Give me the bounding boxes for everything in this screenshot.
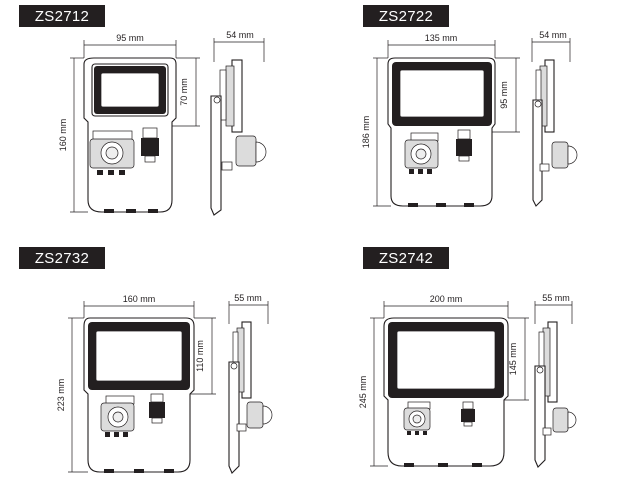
width-label-zs2742: 200 mm (430, 294, 463, 304)
front-view-zs2732 (83, 317, 195, 473)
side-view-zs2732: 55 mm (228, 293, 273, 474)
panel-height-dimension-zs2742: 145 mm (504, 317, 529, 401)
model-tag-zs2712: ZS2712 (19, 5, 105, 27)
height-label-zs2742: 245 mm (358, 376, 368, 409)
width-dimension-zs2732: 160 mm (83, 294, 195, 318)
front-view-zs2742 (383, 317, 509, 467)
drawing-zs2742: 200 mm 245 mm 145 mm 55 mm (358, 293, 577, 468)
height-dimension-zs2722: 186 mm (361, 57, 391, 207)
width-dimension-zs2722: 135 mm (387, 33, 496, 58)
depth-label-zs2722: 54 mm (539, 30, 567, 40)
height-label-zs2722: 186 mm (361, 116, 371, 149)
side-view-zs2742: 55 mm (534, 293, 577, 468)
panel-height-label-zs2712: 70 mm (179, 78, 189, 106)
front-view-zs2712 (83, 57, 177, 213)
model-tag-zs2722: ZS2722 (363, 5, 449, 27)
drawing-zs2722: 135 mm 186 mm 95 mm 54 mm (361, 30, 578, 207)
panel-height-label-zs2722: 95 mm (499, 81, 509, 109)
panel-height-label-zs2742: 145 mm (508, 343, 518, 376)
height-dimension-zs2742: 245 mm (358, 317, 388, 467)
height-dimension-zs2732: 223 mm (56, 317, 88, 473)
side-view-zs2712: 54 mm (210, 30, 267, 216)
depth-label-zs2712: 54 mm (226, 30, 254, 40)
width-label-zs2722: 135 mm (425, 33, 458, 43)
model-tag-zs2732: ZS2732 (19, 247, 105, 269)
depth-label-zs2742: 55 mm (542, 293, 570, 303)
depth-label-zs2732: 55 mm (234, 293, 262, 303)
width-dimension-zs2712: 95 mm (83, 33, 177, 58)
height-label-zs2712: 160 mm (58, 119, 68, 152)
drawing-zs2732: 160 mm 223 mm 110 mm 55 mm (56, 293, 273, 474)
side-view-zs2722: 54 mm (531, 30, 578, 207)
width-label-zs2732: 160 mm (123, 294, 156, 304)
height-dimension-zs2712: 160 mm (58, 57, 88, 213)
panel-height-label-zs2732: 110 mm (195, 340, 205, 372)
front-view-zs2722 (387, 57, 496, 207)
drawing-zs2712: 95 mm 160 mm 70 mm 54 mm (58, 30, 267, 216)
model-tag-zs2742: ZS2742 (363, 247, 449, 269)
panel-height-dimension-zs2712: 70 mm (172, 57, 200, 127)
height-label-zs2732: 223 mm (56, 379, 66, 412)
width-dimension-zs2742: 200 mm (383, 294, 509, 318)
width-label-zs2712: 95 mm (116, 33, 144, 43)
panel-height-dimension-zs2732: 110 mm (190, 317, 216, 395)
panel-height-dimension-zs2722: 95 mm (492, 57, 520, 133)
